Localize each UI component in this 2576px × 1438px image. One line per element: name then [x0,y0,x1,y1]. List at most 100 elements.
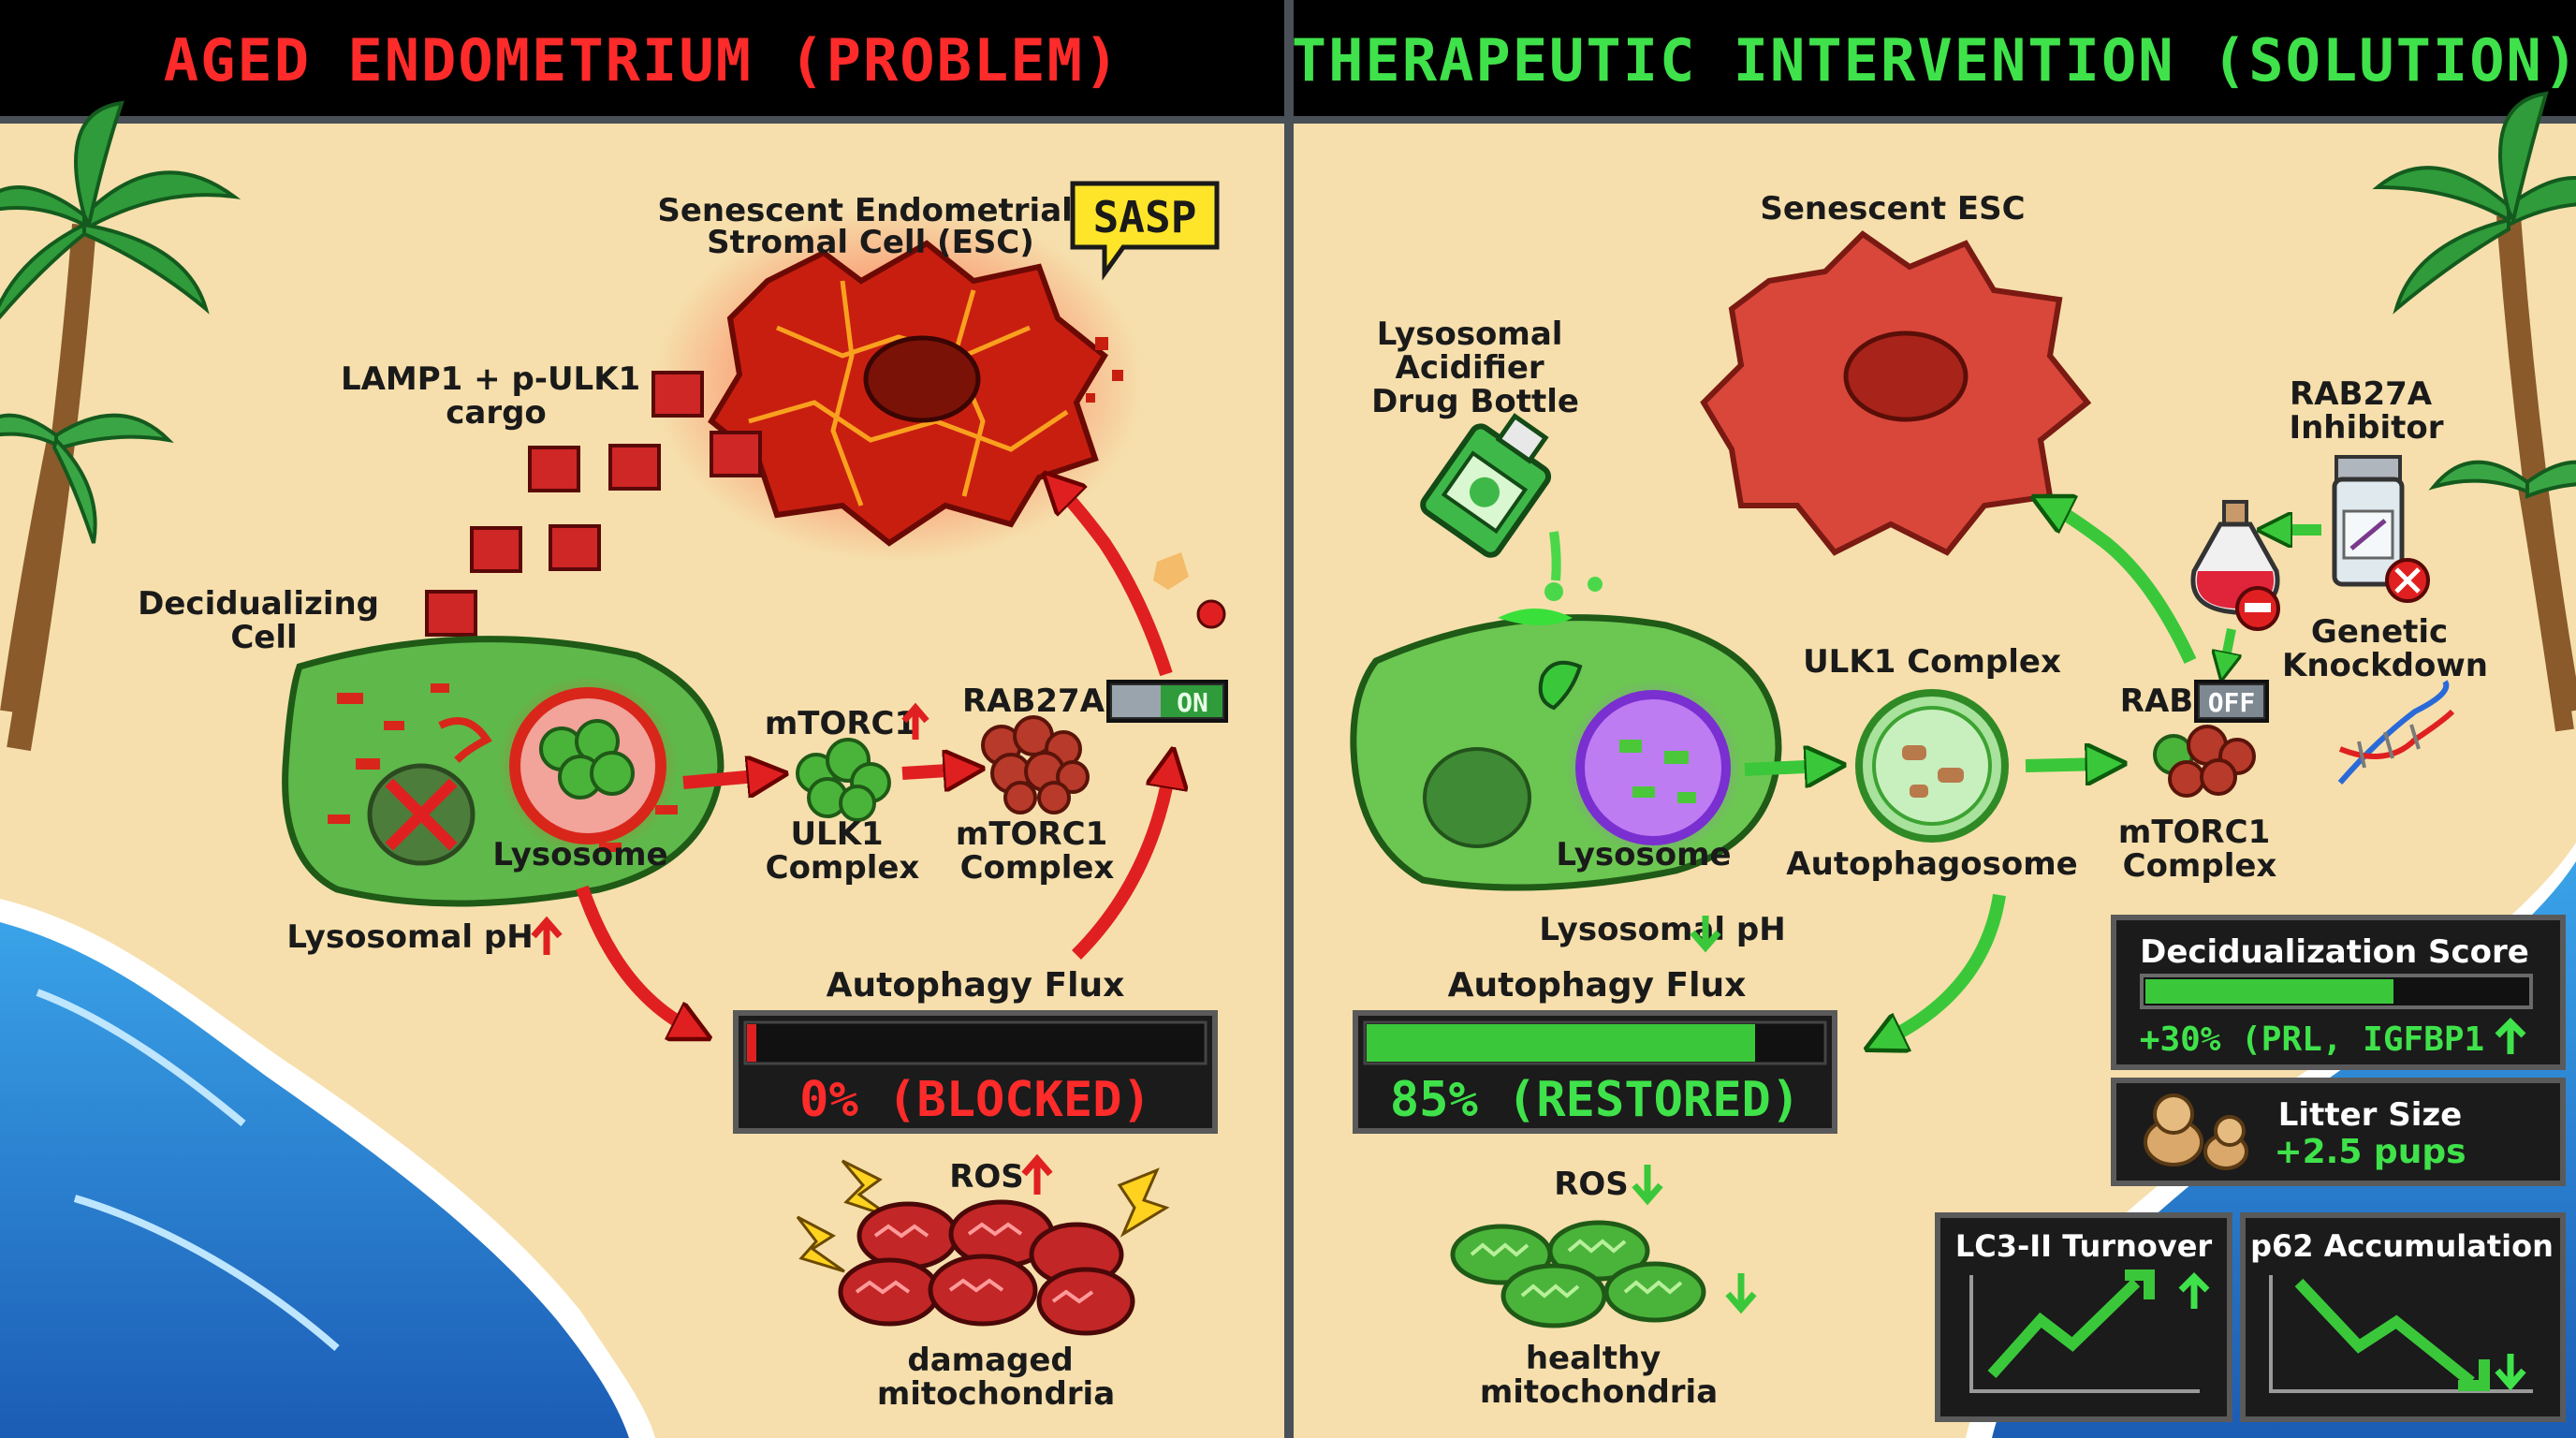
sasp-label: SASP [1093,192,1197,242]
mtorc1-left-line1: mTORC1 [956,815,1107,853]
ros-left-label: ROS [949,1158,1024,1196]
decidualization-score-value: +30% (PRL, IGFBP1 [2140,1020,2484,1059]
cargo-label-line1: LAMP1 + p-ULK1 [341,360,640,398]
litter-size-panel: Litter Size +2.5 pups [2111,1078,2566,1186]
healthy-mitochondria [1450,1220,1706,1328]
ocean-left [0,899,655,1438]
ulk1-complex-left-label: ULK1 Complex [766,815,920,887]
damaged-mito-label: damaged mitochondria [877,1342,1115,1413]
decid-up-arrow-icon [2495,1018,2526,1054]
header-divider [0,116,2576,124]
flask-to-rab-arrow [2224,628,2232,667]
ulk1-complex-right-label: ULK1 Complex [1803,643,2061,681]
litter-size-title: Litter Size [2278,1096,2462,1134]
cargo-particle-icon [1196,599,1226,629]
ros-down-arrow-icon [1632,1165,1663,1206]
senescent-esc-burning [655,206,1142,562]
decidualization-score-panel: Decidualization Score +30% (PRL, IGFBP1 [2111,915,2566,1070]
decidualizing-label-line2: Cell [230,619,297,656]
damaged-mito-cristae [855,1222,1094,1304]
rab27a-inhibitor-label: RAB27A Inhibitor [2289,375,2443,447]
mtorc1-up-arrow-icon [901,702,929,740]
dna-helix-icon [2337,680,2455,785]
switch-off-label: OFF [2208,687,2256,718]
cargo-cubes [425,371,762,700]
switch-on-label: ON [1177,687,1208,718]
senescent-esc-right-label: Senescent ESC [1760,190,2025,227]
lysosomal-ph-left-label: Lysosomal pH [286,918,533,956]
autophagy-flux-right-fill [1367,1024,1755,1062]
nucleus-blocked-x-icon [385,778,458,851]
senescent-esc-label-line1: Senescent Endometrial [657,192,1072,229]
red-potion-flask-icon [2190,500,2280,631]
palm-tree-left [0,100,242,752]
mtorc1-complex-right [2153,725,2256,798]
autophagy-flux-left-gauge: 0% (BLOCKED) [733,1010,1218,1134]
ros-up-arrow-icon [1021,1153,1053,1195]
palm-tree-right [2372,91,2576,732]
damaged-mito-line1: damaged [907,1342,1073,1379]
cargo-fragment-icon [1153,552,1189,590]
lysosome-left-label: Lysosome [492,836,667,873]
mtorc1-right-line1: mTORC1 [2118,814,2270,851]
p62-trend-line [2294,1278,2475,1387]
sasp-speech-bubble: SASP [1070,181,1220,281]
lc3-trend-line [1987,1278,2141,1379]
genetic-label-line1: Genetic [2311,613,2448,651]
rab27a-label: RAB27A [962,682,1105,720]
inhibitor-label-line1: RAB27A [2290,375,2433,413]
mtorc1-complex-left-label: mTORC1 Complex [956,815,1119,887]
ros-right-label: ROS [1554,1166,1629,1203]
autophagy-flux-left-value: 0% (BLOCKED) [799,1072,1151,1128]
inhibitor-label-line2: Inhibitor [2289,409,2443,447]
autophagy-flux-left-fill [747,1024,756,1062]
lysosome-right-label: Lysosome [1556,836,1731,873]
healthy-mito-label: healthy mitochondria [1480,1340,1718,1411]
decidualizing-label-line1: Decidualizing [138,585,379,623]
autophagy-flux-right-gauge: 85% (RESTORED) [1353,1010,1837,1134]
p62-down-arrow-icon [2495,1354,2526,1391]
ph-down-arrow-icon [1690,916,1721,953]
lc3-turnover-title: LC3-II Turnover [1955,1228,2213,1264]
senescent-esc-label-line2: Stromal Cell (ESC) [707,224,1034,261]
ulk1-complex-left [796,738,891,822]
inhibitor-vial-icon [2332,455,2430,603]
damaged-mito-line2: mitochondria [877,1375,1115,1413]
mtorc1-left-line2: Complex [960,849,1115,887]
decidualization-score-fill [2145,979,2393,1004]
damaged-mitochondria [838,1199,1135,1336]
left-pathway-arrows [576,487,1170,1030]
mtorc1-right-line2: Complex [2123,847,2277,885]
header-left-title: AGED ENDOMETRIUM (PROBLEM) [164,26,1121,95]
p62-accumulation-title: p62 Accumulation [2250,1228,2554,1264]
ulk1-left-line2: Complex [766,849,920,887]
drug-bottle-icon [1420,413,1603,601]
rab-switch-off[interactable]: OFF [2194,680,2269,723]
mtorc1-complex-right-label: mTORC1 Complex [2118,814,2281,885]
drug-label-line3: Drug Bottle [1371,383,1579,420]
lc3-turnover-panel: LC3-II Turnover [1935,1212,2232,1422]
header-right-title: THERAPEUTIC INTERVENTION (SOLUTION) [1292,26,2576,95]
healthy-mito-line1: healthy [1526,1340,1661,1377]
senescent-esc-calm [1700,230,2092,556]
rab27a-switch-on[interactable]: ON [1106,680,1228,723]
cargo-label-line2: cargo [446,394,547,432]
ph-up-arrow-icon [531,916,563,955]
genetic-knockdown-label: Genetic Knockdown [2282,613,2488,684]
decidualizing-cell-label: Decidualizing Cell [138,585,390,656]
lysosome-purple [1565,680,1741,856]
mtorc1-up-label: mTORC1 [765,705,916,742]
rab-label: RAB [2120,682,2193,720]
senescent-esc-label: Senescent Endometrial Stromal Cell (ESC) [657,192,1083,261]
autophagosome-icon [1855,689,2009,843]
drug-label-line2: Acidifier [1396,349,1544,387]
litter-size-value: +2.5 pups [2274,1133,2466,1171]
cargo-label: LAMP1 + p-ULK1 cargo [341,360,651,432]
drug-label-line1: Lysosomal [1377,315,1563,353]
right-pathway-arrows [1744,506,2197,1041]
center-divider [1284,0,1294,1438]
lysosomal-ph-right-label: Lysosomal pH [1539,911,1785,948]
puppies-icon [2144,1093,2248,1170]
autophagy-flux-right-label: Autophagy Flux [1448,966,1747,1005]
